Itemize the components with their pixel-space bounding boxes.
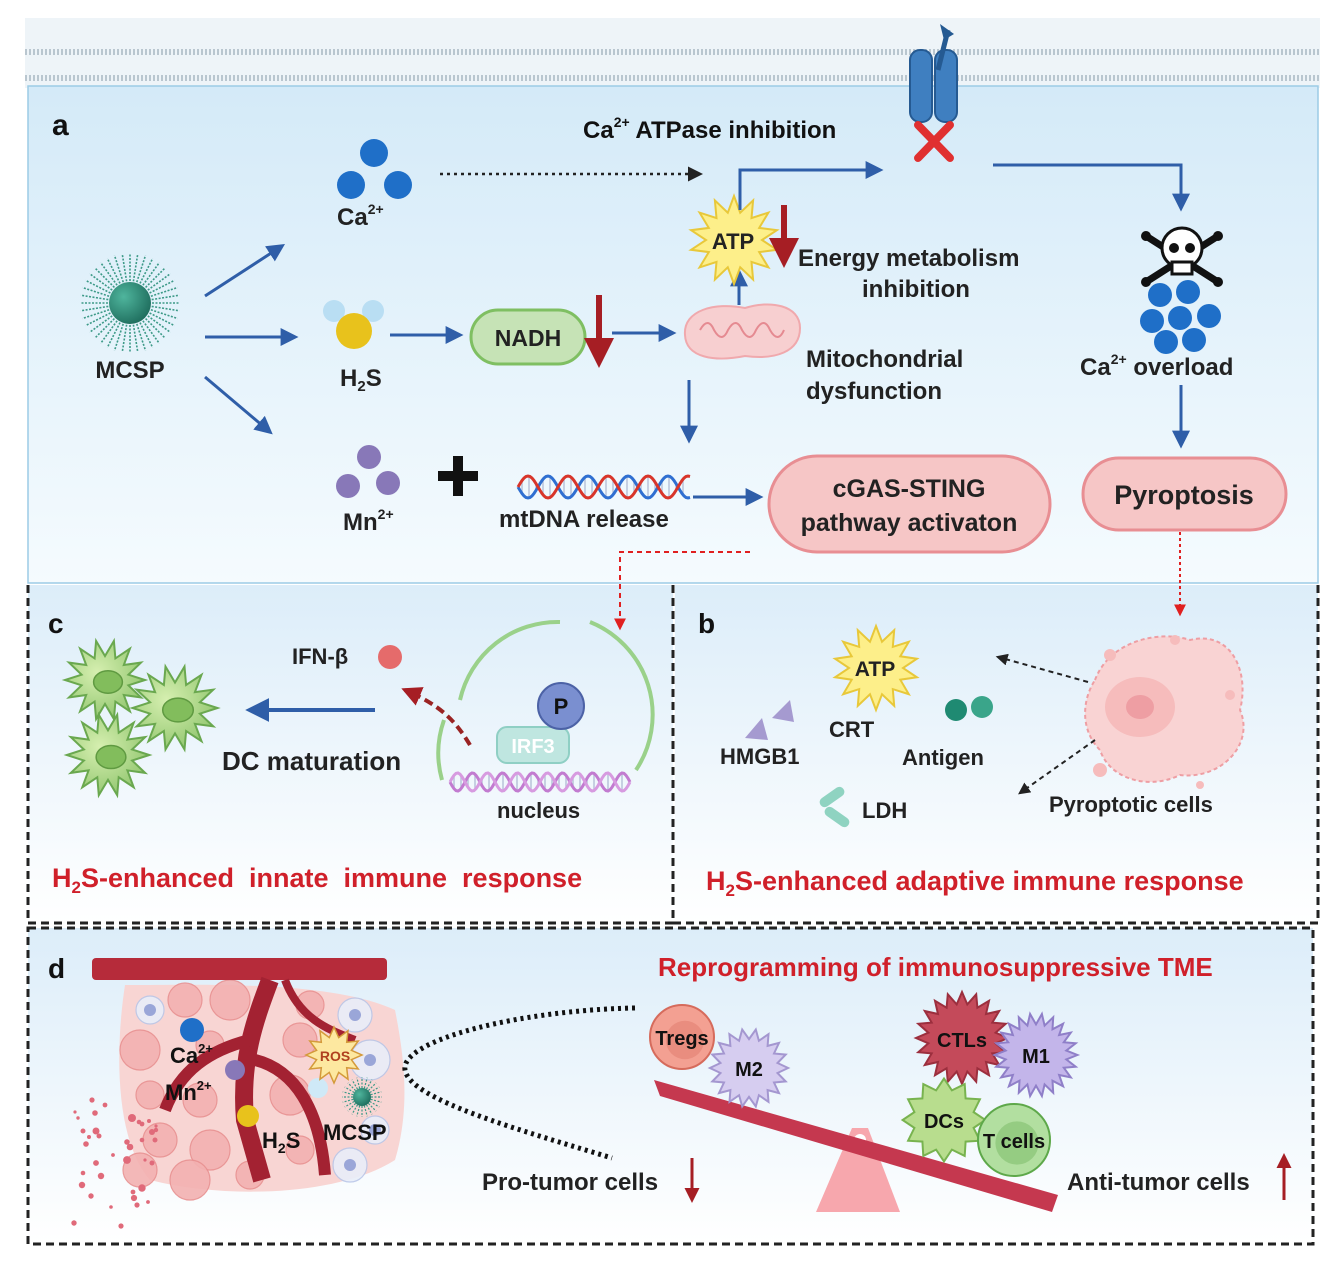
- ifn-beta-molecule-icon: [378, 645, 402, 669]
- panel-a-letter: a: [52, 109, 69, 142]
- ifn-beta-label: IFN-β: [292, 644, 348, 669]
- tissue-mcsp-icon: [342, 1077, 382, 1117]
- cgas-label-line2: pathway activaton: [801, 509, 1018, 537]
- tissue-hydrogen-icon: [308, 1078, 328, 1098]
- pyroptosis-label: Pyroptosis: [1114, 480, 1254, 510]
- panel-b-title: H2S-enhanced adaptive immune response: [706, 866, 1244, 900]
- panel-c-letter: c: [48, 608, 64, 639]
- tissue-manganese-icon: [225, 1060, 245, 1080]
- tissue-h2s-icon: [237, 1105, 259, 1127]
- dcs-label: DCs: [924, 1111, 964, 1133]
- panel-d-title: Reprogramming of immunosuppressive TME: [658, 952, 1213, 982]
- mito-label-line1: Mitochondrial: [806, 346, 963, 373]
- cgas-label-line1: cGAS-STING: [833, 475, 986, 503]
- ca-overload-label: Ca2+ overload: [1080, 351, 1233, 381]
- crt-label: CRT: [829, 717, 875, 742]
- atp-label: ATP: [712, 229, 754, 254]
- phosphate-label: P: [554, 694, 569, 719]
- tcells-label: T cells: [983, 1131, 1045, 1153]
- panel-d-letter: d: [48, 953, 65, 984]
- m1-label: M1: [1022, 1046, 1050, 1068]
- cgas-sting-box: [769, 456, 1050, 552]
- anti-tumor-label: Anti-tumor cells: [1067, 1169, 1250, 1196]
- irf3-label: IRF3: [511, 736, 554, 758]
- tregs-label: Tregs: [655, 1028, 708, 1050]
- nadh-label: NADH: [495, 325, 561, 351]
- nucleus-label: nucleus: [497, 798, 580, 823]
- pyroptotic-cells-label: Pyroptotic cells: [1049, 792, 1213, 817]
- mcsp-label: MCSP: [95, 357, 164, 384]
- atp-released-label: ATP: [855, 658, 895, 681]
- antigen-label: Antigen: [902, 745, 984, 770]
- pyroptotic-cell-icon: [1085, 635, 1243, 789]
- ctls-label: CTLs: [937, 1030, 987, 1052]
- tissue-calcium-icon: [180, 1018, 204, 1042]
- energy-label-line1: Energy metabolism: [798, 245, 1019, 272]
- energy-label-line2: inhibition: [862, 276, 970, 303]
- pro-tumor-label: Pro-tumor cells: [482, 1169, 658, 1196]
- ldh-label: LDH: [862, 798, 907, 823]
- hmgb1-label: HMGB1: [720, 744, 799, 769]
- panel-b-letter: b: [698, 608, 715, 639]
- mito-label-line2: dysfunction: [806, 378, 942, 405]
- mitochondrion-icon: [685, 304, 800, 358]
- mtdna-release-label: mtDNA release: [499, 506, 669, 533]
- tissue-mcsp-label: MCSP: [323, 1120, 387, 1145]
- panel-c-title: H2S-enhanced innate immune response: [52, 863, 582, 897]
- cell-membrane: [25, 18, 1320, 88]
- ros-label: ROS: [320, 1048, 350, 1064]
- dc-maturation-label: DC maturation: [222, 746, 401, 776]
- m2-label: M2: [735, 1059, 763, 1081]
